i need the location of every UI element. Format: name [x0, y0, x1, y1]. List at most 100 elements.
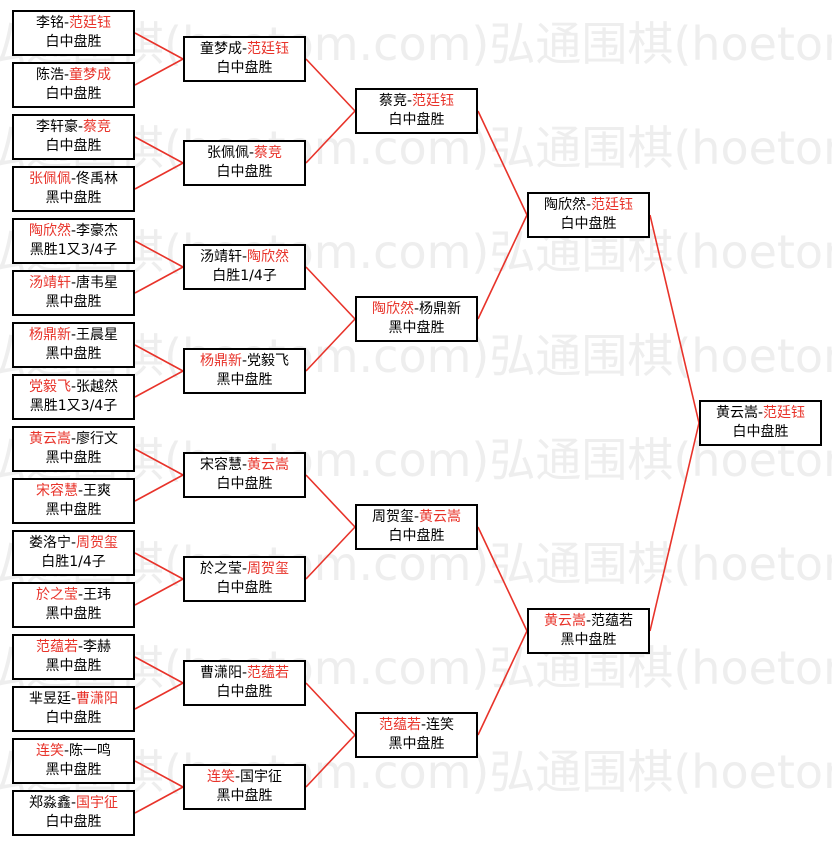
match-players: 芈昱廷-曹潇阳 [29, 690, 118, 709]
bracket-connector [305, 474, 356, 528]
match-result: 黑中盘胜 [216, 372, 273, 388]
match-result: 黑中盘胜 [560, 632, 617, 648]
bracket-connector [134, 760, 184, 788]
player-separator: - [63, 67, 70, 83]
player-a: 党毅飞 [28, 379, 71, 395]
player-a: 娄洛宁 [28, 535, 71, 551]
match-players: 於之莹-周贺玺 [200, 560, 289, 579]
match-box: 娄洛宁-周贺玺白胜1/4子 [12, 530, 135, 576]
match-players: 周贺玺-黄云嵩 [372, 508, 461, 527]
player-a: 汤靖轩 [28, 275, 71, 291]
player-a: 范蕴若 [378, 717, 421, 733]
match-players: 连笑-国宇征 [207, 768, 282, 787]
bracket-connector [305, 734, 356, 788]
match-box: 李铭-范廷钰白中盘胜 [12, 10, 135, 56]
bracket-connector [134, 578, 184, 606]
bracket-connector [134, 682, 184, 710]
player-separator: - [234, 769, 241, 785]
player-a: 杨鼎新 [28, 327, 71, 343]
match-box: 李轩豪-蔡竞白中盘胜 [12, 114, 135, 160]
player-b: 蔡竞 [254, 145, 283, 161]
bracket-connector [134, 162, 184, 190]
player-b: 王玮 [83, 587, 112, 603]
match-players: 李轩豪-蔡竞 [36, 118, 111, 137]
bracket-connector [649, 422, 700, 632]
match-players: 陈浩-童梦成 [36, 66, 111, 85]
player-separator: - [420, 717, 427, 733]
match-box: 宋容慧-黄云嵩白中盘胜 [183, 452, 306, 498]
player-a: 连笑 [206, 769, 235, 785]
player-b: 佟禹林 [76, 171, 119, 187]
player-b: 黄云嵩 [247, 457, 290, 473]
player-separator: - [63, 15, 70, 31]
player-a: 周贺玺 [371, 509, 414, 525]
player-separator: - [241, 561, 248, 577]
match-players: 曹潇阳-范蕴若 [200, 664, 289, 683]
player-b: 童梦成 [69, 67, 112, 83]
player-separator: - [757, 405, 764, 421]
match-box: 黄云嵩-廖行文黑中盘胜 [12, 426, 135, 472]
player-a: 陈浩 [35, 67, 64, 83]
player-b: 黄云嵩 [419, 509, 462, 525]
match-players: 童梦成-范廷钰 [200, 40, 289, 59]
player-separator: - [241, 457, 248, 473]
player-separator: - [70, 535, 77, 551]
match-box: 张佩佩-佟禹林黑中盘胜 [12, 166, 135, 212]
player-a: 连笑 [35, 743, 64, 759]
bracket-connector [134, 136, 184, 164]
player-b: 李豪杰 [76, 223, 119, 239]
player-separator: - [406, 93, 413, 109]
watermark-line: 弘通围棋(hoetom.com)弘通围棋(hoetom.com)弘通围棋(hoe… [0, 225, 832, 279]
player-a: 蔡竞 [378, 93, 407, 109]
match-players: 陶欣然-李豪杰 [29, 222, 118, 241]
player-a: 芈昱廷 [28, 691, 71, 707]
player-separator: - [77, 587, 84, 603]
player-b: 李赫 [83, 639, 112, 655]
bracket-connector [649, 214, 700, 424]
match-result: 黑中盘胜 [216, 788, 273, 804]
match-box: 黄云嵩-范廷钰白中盘胜 [699, 400, 822, 446]
player-separator: - [70, 431, 77, 447]
player-a: 陶欣然 [543, 197, 586, 213]
match-players: 连笑-陈一鸣 [36, 742, 111, 761]
match-players: 党毅飞-张越然 [29, 378, 118, 397]
match-result: 黑中盘胜 [45, 346, 102, 362]
match-result: 白中盘胜 [45, 710, 102, 726]
match-result: 黑胜1又3/4子 [29, 398, 118, 414]
match-result: 白中盘胜 [45, 814, 102, 830]
match-players: 杨鼎新-党毅飞 [200, 352, 289, 371]
match-result: 白中盘胜 [216, 164, 273, 180]
bracket-connector [305, 266, 356, 320]
bracket-connector [134, 32, 184, 60]
player-a: 於之莹 [199, 561, 242, 577]
match-result: 白中盘胜 [45, 138, 102, 154]
player-separator: - [77, 639, 84, 655]
player-b: 张越然 [76, 379, 119, 395]
match-box: 汤靖轩-陶欣然白胜1/4子 [183, 244, 306, 290]
bracket-connector [477, 214, 528, 320]
player-b: 唐韦星 [76, 275, 119, 291]
player-b: 周贺玺 [247, 561, 290, 577]
match-box: 陶欣然-杨鼎新黑中盘胜 [355, 296, 478, 342]
bracket-connector [305, 526, 356, 580]
player-a: 张佩佩 [28, 171, 71, 187]
match-result: 黑中盘胜 [45, 450, 102, 466]
player-a: 陶欣然 [371, 301, 414, 317]
player-separator: - [248, 145, 255, 161]
player-a: 童梦成 [199, 41, 242, 57]
player-b: 党毅飞 [247, 353, 290, 369]
bracket-connector [477, 526, 528, 632]
player-b: 王爽 [83, 483, 112, 499]
match-players: 郑淼鑫-国宇征 [29, 794, 118, 813]
player-separator: - [413, 301, 420, 317]
player-a: 宋容慧 [35, 483, 78, 499]
player-b: 范廷钰 [247, 41, 290, 57]
match-players: 黄云嵩-范蕴若 [544, 612, 633, 631]
player-a: 宋容慧 [199, 457, 242, 473]
match-box: 陈浩-童梦成白中盘胜 [12, 62, 135, 108]
player-separator: - [241, 665, 248, 681]
match-players: 李铭-范廷钰 [36, 14, 111, 33]
player-b: 杨鼎新 [419, 301, 462, 317]
match-box: 曹潇阳-范蕴若白中盘胜 [183, 660, 306, 706]
player-b: 范廷钰 [591, 197, 634, 213]
